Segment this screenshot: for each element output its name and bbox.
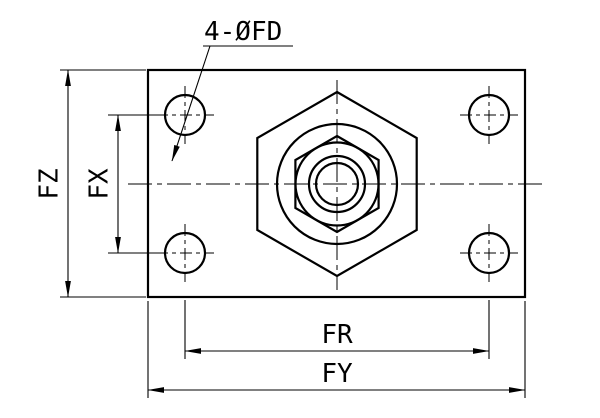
bolt-hole-top-left (156, 86, 214, 144)
bolt-hole-top-right (460, 86, 518, 144)
hex-inscribed-circle (294, 141, 380, 227)
dimension-fr: FR (184, 300, 490, 359)
hole-callout-label: 4-ØFD (204, 17, 282, 47)
center-hex-port (256, 90, 418, 278)
dimension-fz-label: FZ (35, 168, 65, 199)
dimension-fx-label: FX (85, 168, 115, 200)
leader-line (171, 45, 211, 162)
chamfer-circle (275, 122, 399, 246)
hex-inner (294, 134, 380, 234)
hex-outer (256, 90, 418, 278)
dimension-fy: FY (147, 301, 526, 398)
dimension-fr-label: FR (321, 320, 353, 350)
bolt-hole-bottom-left (156, 224, 214, 282)
dimension-fy-label: FY (321, 359, 353, 389)
hole-callout: 4-ØFD (171, 17, 293, 162)
dimension-fx: FX (85, 114, 163, 254)
bore-circle (314, 161, 360, 207)
bolt-hole-bottom-right (460, 224, 518, 282)
thread-major-circle (307, 154, 367, 214)
dimension-fz: FZ (35, 69, 146, 298)
